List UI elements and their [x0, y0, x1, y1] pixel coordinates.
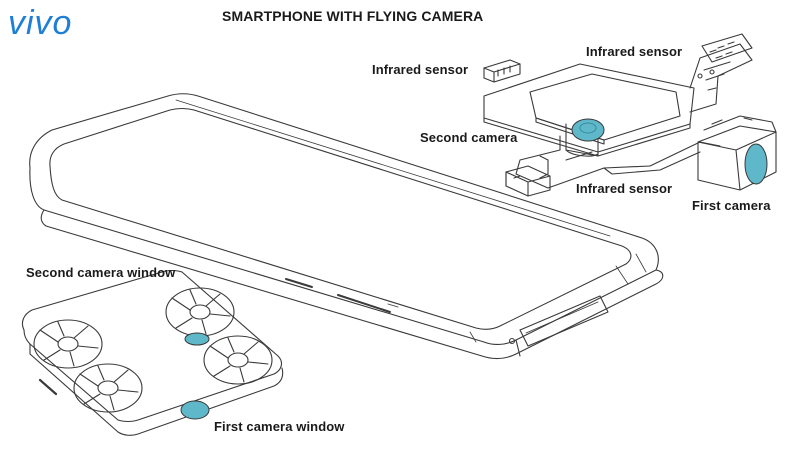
- label-second-camera: Second camera: [420, 130, 518, 145]
- first-camera-window-lens: [180, 400, 210, 420]
- drone-illustration: [21, 269, 284, 436]
- vivo-logo: vivo: [8, 4, 73, 42]
- propeller-bottom-right: [203, 335, 273, 385]
- second-camera-window-lens: [184, 332, 210, 346]
- camera-module-illustration: [483, 33, 777, 197]
- second-camera-lens: [571, 118, 605, 142]
- camera-lenses: [180, 118, 768, 420]
- label-first-camera-window: First camera window: [214, 419, 345, 434]
- first-camera-lens: [744, 143, 768, 185]
- label-second-camera-window: Second camera window: [26, 265, 176, 280]
- propeller-top-left: [33, 319, 103, 369]
- propeller-top-right: [165, 287, 235, 337]
- propeller-bottom-left: [73, 363, 143, 413]
- label-infrared-sensor-bottom: Infrared sensor: [576, 181, 673, 196]
- diagram-title: SMARTPHONE WITH FLYING CAMERA: [222, 8, 484, 24]
- label-infrared-sensor-left: Infrared sensor: [372, 62, 469, 77]
- label-first-camera: First camera: [692, 198, 771, 213]
- label-infrared-sensor-right: Infrared sensor: [586, 44, 683, 59]
- smartphone-illustration: [29, 93, 664, 359]
